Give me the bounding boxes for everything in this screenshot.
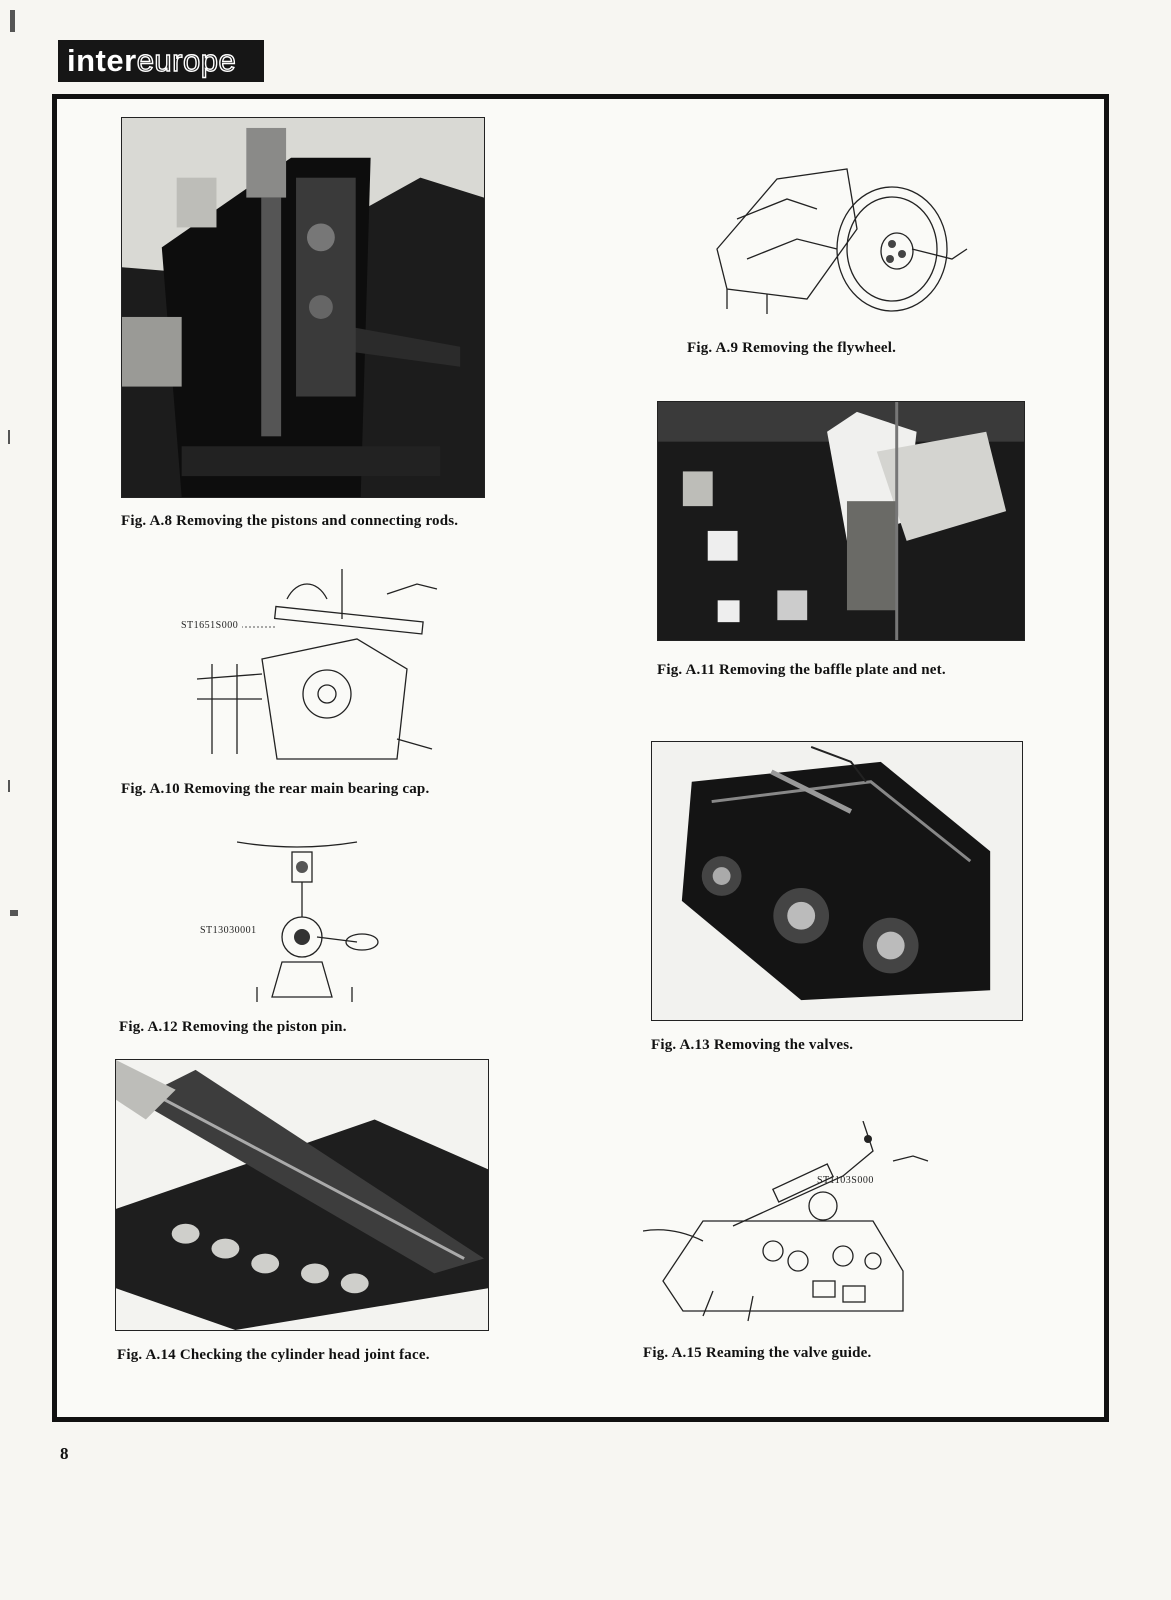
figure-a15-caption: Fig. A.15 Reaming the valve guide.	[643, 1345, 872, 1361]
figure-a12-caption: Fig. A.12 Removing the piston pin.	[119, 1019, 347, 1035]
figure-a8-caption: Fig. A.8 Removing the pistons and connec…	[121, 513, 459, 529]
figure-a14-caption: Fig. A.14 Checking the cylinder head joi…	[117, 1347, 430, 1363]
figure-a10-caption: Fig. A.10 Removing the rear main bearing…	[121, 781, 430, 797]
logo-text-outline: europe	[136, 42, 237, 78]
figure-a9-caption: Fig. A.9 Removing the flywheel.	[687, 340, 897, 356]
page-number: 8	[60, 1444, 69, 1463]
scan-mark	[8, 780, 10, 792]
figure-a11-caption: Fig. A.11 Removing the baffle plate and …	[657, 662, 946, 678]
scan-mark	[8, 430, 10, 444]
logo-text-solid: inter	[67, 43, 137, 78]
figure-a9-drawing	[697, 139, 977, 319]
scan-mark	[10, 910, 18, 916]
figure-a13-caption: Fig. A.13 Removing the valves.	[651, 1037, 854, 1053]
figure-a12-drawing	[237, 837, 437, 1007]
figure-a10-drawing	[167, 569, 467, 764]
figure-a10-part-number: ST1651S000	[181, 620, 239, 631]
figure-a12-part-number: ST13030001	[200, 925, 257, 936]
figure-frame: Fig. A.8 Removing the pistons and connec…	[52, 94, 1109, 1422]
scan-mark	[10, 10, 15, 32]
intereurope-logo: intereurope	[58, 40, 264, 82]
figure-a13-photo	[651, 741, 1023, 1021]
figure-a15-part-number: ST1103S000	[817, 1175, 874, 1186]
figure-a15-drawing	[643, 1121, 943, 1331]
figure-a11-photo	[657, 401, 1025, 641]
figure-a14-photo	[115, 1059, 489, 1331]
figure-a8-photo	[121, 117, 485, 498]
